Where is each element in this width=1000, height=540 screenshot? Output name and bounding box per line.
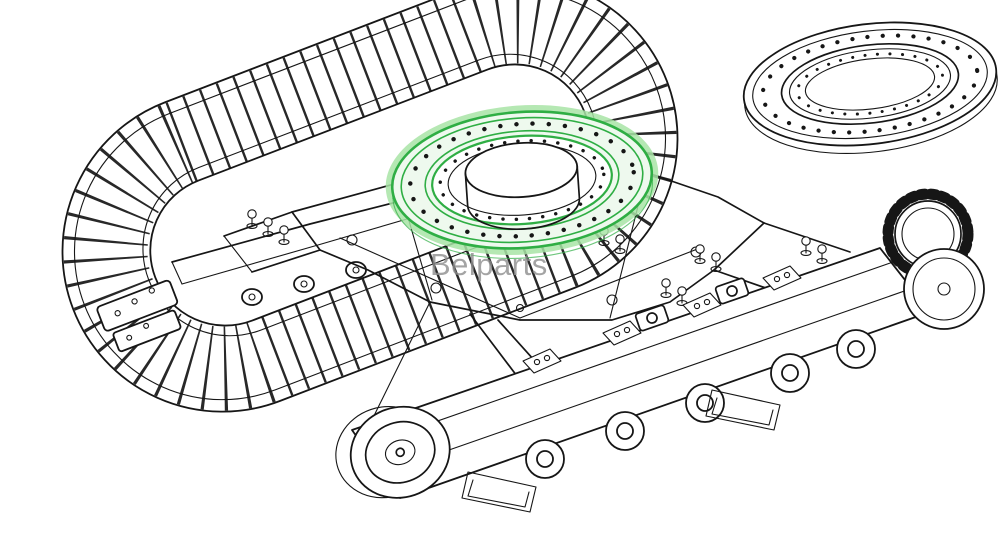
slewing-ring-spare [742,21,998,155]
idler-wheel [335,405,451,499]
track-guard [461,471,537,513]
final-drive-drum [903,248,985,330]
track-roller [293,275,315,293]
outer-bolt-holes [760,33,980,135]
slewing-ring-highlight [385,105,659,259]
inner-bolt-holes [795,52,945,116]
track-tread-marks [63,0,677,411]
track-roller [241,288,263,306]
outer-bolt-holes [408,121,636,239]
watermark: Belparts [430,247,548,282]
frame-end-plates [96,279,182,353]
center-boss-cylinder [464,141,581,231]
inner-bolt-holes [438,138,606,222]
